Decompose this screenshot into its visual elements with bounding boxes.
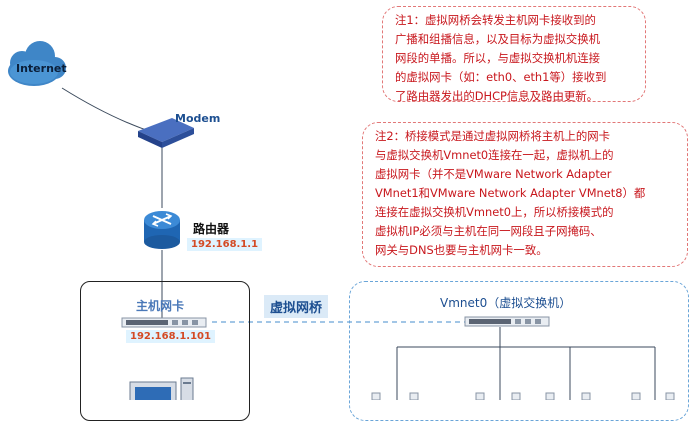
note-2: 注2：桥接模式是通过虚拟网桥将主机上的网卡 与虚拟交换机Vmnet0连接在一起，… [362, 122, 688, 267]
vm-nic-icons [371, 392, 675, 400]
switch-icon [121, 317, 207, 328]
network-diagram [8, 41, 675, 400]
router-label: 路由器 [193, 222, 230, 236]
cloud-icon [8, 41, 66, 86]
bridge-label: 虚拟网桥 [264, 295, 329, 318]
vmnet0-label: Vmnet0（虚拟交换机） [440, 296, 572, 310]
router-ip: 192.168.1.1 [187, 238, 263, 251]
computer-icon [129, 377, 194, 400]
vmnet0-switch-icon [464, 316, 550, 327]
note-1: 注1：虚拟网桥会转发主机网卡接收到的 广播和组播信息，以及目标为虚拟交换机 网段… [382, 6, 646, 103]
modem-icon [138, 118, 194, 148]
host-ip: 192.168.1.101 [126, 330, 215, 343]
internet-modem-link [61, 87, 153, 133]
internet-label: Internet [16, 62, 67, 75]
host-nic-label: 主机网卡 [136, 299, 185, 313]
modem-label: Modem [175, 112, 221, 125]
router-icon [144, 211, 180, 249]
